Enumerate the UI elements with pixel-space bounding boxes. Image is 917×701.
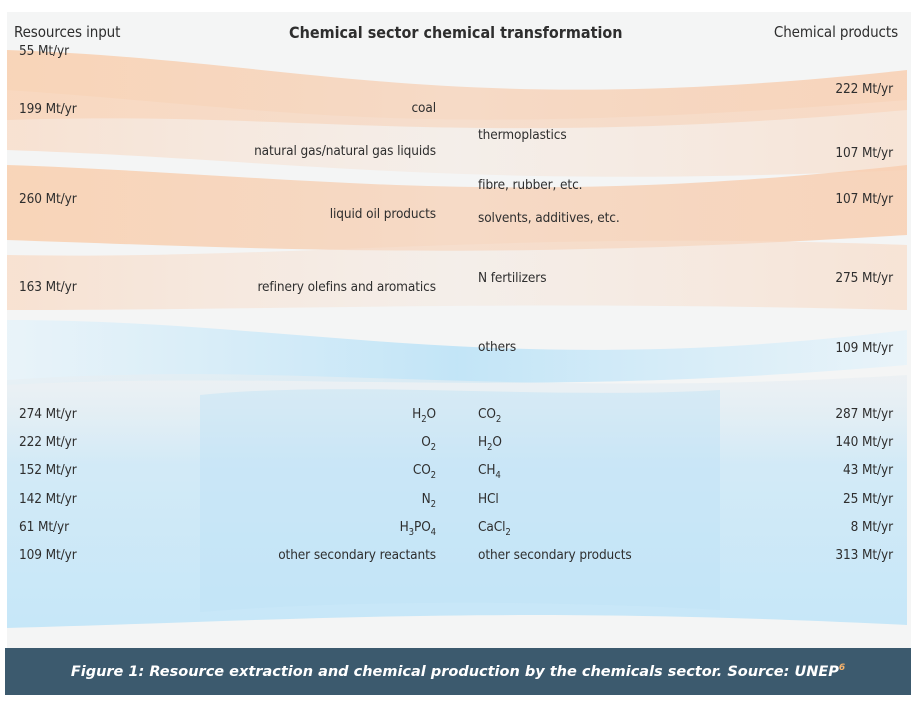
secondary-input-name: N2 [421,491,436,510]
secondary-output-name: H2O [478,434,502,453]
secondary-output-name: CH4 [478,462,501,481]
output-value: 109 Mt/yr [835,340,893,356]
input-name: liquid oil products [329,206,436,222]
flow-others [7,320,907,385]
secondary-output-value: 8 Mt/yr [850,519,894,535]
secondary-input-value: 109 Mt/yr [19,547,77,563]
input-value: 163 Mt/yr [19,279,77,295]
secondary-input-value: 152 Mt/yr [19,462,77,478]
flow-secondary-center [200,389,720,612]
secondary-input-name: O2 [421,434,436,453]
secondary-output-value: 25 Mt/yr [842,491,893,507]
figure-caption: Figure 1: Resource extraction and chemic… [71,663,845,680]
secondary-output-name: CO2 [478,406,502,425]
output-name: N fertilizers [478,270,547,286]
output-value: 107 Mt/yr [835,191,893,207]
secondary-output-name: HCl [478,491,499,507]
secondary-output-value: 313 Mt/yr [835,547,893,563]
secondary-output-name: CaCl2 [478,519,511,538]
input-value: 199 Mt/yr [19,101,77,117]
secondary-input-value: 274 Mt/yr [19,406,77,422]
input-name: refinery olefins and aromatics [257,279,436,295]
header-title: Chemical sector chemical transformation [289,23,623,42]
secondary-output-value: 140 Mt/yr [835,434,893,450]
flow-liquid-oil [7,165,907,251]
output-value: 222 Mt/yr [835,81,893,97]
header-chemical-products: Chemical products [773,23,898,41]
secondary-output-name: other secondary products [478,547,632,563]
input-name: natural gas/natural gas liquids [254,143,436,159]
output-name: fibre, rubber, etc. [478,177,583,193]
output-name: thermoplastics [478,127,567,143]
secondary-input-value: 61 Mt/yr [19,519,70,535]
header-resources-input: Resources input [14,23,121,41]
secondary-output-value: 43 Mt/yr [842,462,893,478]
caption-bar: Figure 1: Resource extraction and chemic… [5,648,911,695]
caption-text: Figure 1: Resource extraction and chemic… [70,663,839,680]
flow-secondary [7,374,907,628]
flow-natural-gas [7,90,907,177]
secondary-input-name: H2O [412,406,436,425]
input-value: 260 Mt/yr [19,191,77,207]
caption-reference[interactable]: 6 [838,663,846,674]
input-name: coal [411,100,436,116]
flow-refinery [7,240,907,310]
input-value: 55 Mt/yr [19,43,70,59]
secondary-input-name: CO2 [412,462,436,481]
secondary-output-value: 287 Mt/yr [835,406,893,422]
secondary-input-name: other secondary reactants [278,547,436,563]
output-name: solvents, additives, etc. [478,210,620,226]
secondary-input-value: 222 Mt/yr [19,434,77,450]
output-name: others [478,339,517,355]
secondary-input-name: H3PO4 [399,519,437,538]
output-value: 107 Mt/yr [835,145,893,161]
secondary-input-value: 142 Mt/yr [19,491,77,507]
output-value: 275 Mt/yr [835,270,893,286]
